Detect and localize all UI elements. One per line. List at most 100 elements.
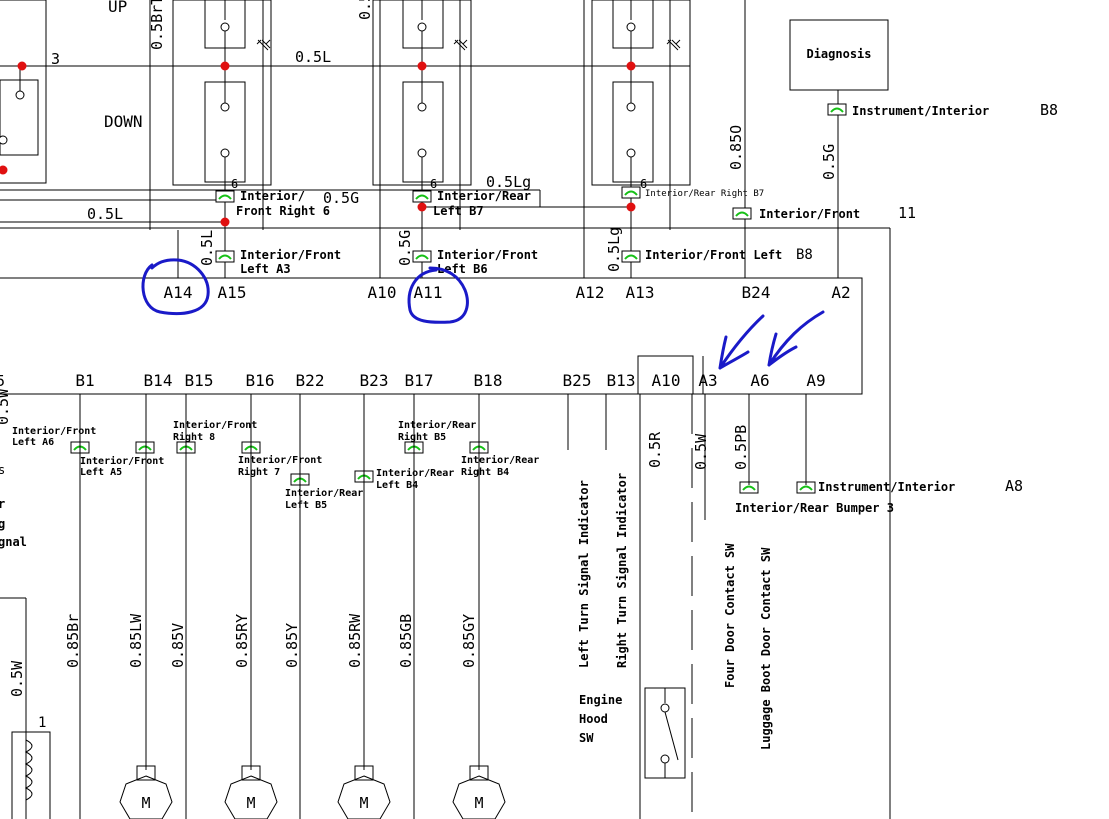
pin-label: A9	[806, 371, 825, 390]
connector-icon	[827, 103, 847, 116]
connector-label: Interior/Front	[80, 455, 164, 467]
pin-label: B16	[246, 371, 275, 390]
pin-label: A13	[626, 283, 655, 302]
motor-label: M	[359, 794, 368, 812]
motor-label: M	[246, 794, 255, 812]
connector-icon	[135, 441, 155, 454]
relay-coil	[11, 731, 51, 819]
wire-label: 0.5W	[0, 388, 12, 425]
wire-label: 0.5L	[295, 48, 331, 66]
connector-label: Right B4	[461, 466, 509, 478]
connector-label: Left B4	[376, 480, 418, 491]
connector-label: Left A6	[12, 437, 54, 448]
luggage-boot-contact-label: Luggage Boot Door Contact SW	[759, 547, 773, 750]
pin-label: A12	[576, 283, 605, 302]
wire-label: 0.85RW	[346, 613, 364, 668]
wire-label: 0.5PB	[732, 425, 750, 470]
terminal-number: 6	[430, 177, 437, 191]
connector-label: Interior/Rear	[285, 487, 363, 499]
top-pin-row: A14 A15 A10 A11 A12 A13 B24 A2	[164, 283, 851, 302]
terminal-number: 6	[231, 177, 238, 191]
connector-label: Interior/Front	[238, 454, 322, 466]
circle-annotation-a11	[407, 266, 469, 324]
pin-label: A11	[414, 283, 443, 302]
truncated-label: g	[0, 517, 5, 531]
connector-label: Instrument/Interior	[818, 480, 955, 494]
diagnosis-box: Diagnosis	[789, 19, 889, 91]
connector-label: Left A5	[80, 467, 122, 478]
relay-switch-boxes	[0, 0, 691, 230]
connector-label: Interior/Rear	[461, 454, 539, 466]
pin-label: B18	[474, 371, 503, 390]
pin-label: B22	[296, 371, 325, 390]
motor-label: M	[141, 794, 150, 812]
connector-label: Instrument/Interior	[852, 104, 989, 118]
connector-label: Left B7	[433, 204, 484, 218]
connector-label: Right 8	[173, 431, 215, 443]
connector-label: Right B5	[398, 431, 446, 443]
pin-label: A10	[652, 371, 681, 390]
engine-hood-label: Hood	[579, 712, 608, 726]
connector-label: Interior/Rear	[437, 189, 531, 203]
connector-icon	[621, 186, 641, 199]
connector-label: Interior/Rear Bumper 3	[735, 501, 894, 515]
arrow-annotation-a6	[767, 310, 825, 367]
connector-label: Interior/Rear	[376, 467, 454, 479]
pin-label: B14	[144, 371, 173, 390]
diagnosis-label: Diagnosis	[806, 47, 871, 61]
wire-label: 0.5Lg	[605, 227, 623, 272]
pin-label: A3	[698, 371, 717, 390]
truncated-label: 5	[0, 372, 5, 390]
wire-label: 0.85O	[727, 125, 745, 170]
connector-label: 11	[898, 204, 916, 222]
ecu-connector-block	[0, 277, 863, 395]
wire-label: 0.5G	[323, 189, 359, 207]
left-turn-indicator-label: Left Turn Signal Indicator	[577, 480, 591, 668]
pin-label: B25	[563, 371, 592, 390]
motor-icon: M	[337, 765, 391, 819]
pin-label: A15	[218, 283, 247, 302]
connector-label: Right 7	[238, 466, 280, 478]
motor-label: M	[474, 794, 483, 812]
terminal-number: 1	[38, 715, 46, 731]
wire-label: 0.5BrT	[148, 0, 166, 50]
connector-icon	[215, 250, 235, 263]
motor-icon: M	[224, 765, 278, 819]
truncated-label: s	[0, 463, 5, 477]
wire-label: 0.5G	[396, 230, 414, 266]
connector-label: A8	[1005, 477, 1023, 495]
engine-hood-label: SW	[579, 731, 594, 745]
connector-label: Front Right 6	[236, 204, 330, 218]
motor-icon: M	[119, 765, 173, 819]
bottom-pin-row: B1 B14 B15 B16 B22 B23 B17 B18 B25 B13 A…	[75, 371, 825, 390]
pin-label: A10	[368, 283, 397, 302]
hand-annotations	[141, 258, 825, 370]
connector-icon	[412, 190, 432, 203]
connector-label: B8	[796, 247, 813, 263]
motor-icon: M	[452, 765, 506, 819]
connector-label: Left B5	[285, 500, 327, 511]
motors: M M M M	[119, 765, 506, 819]
connector-label: Interior/Rear Right B7	[645, 189, 764, 199]
wire-label: 0.85V	[169, 623, 187, 668]
connector-label: Interior/Front	[12, 425, 96, 437]
wire-label: 0.5L	[87, 205, 123, 223]
pin-label: B23	[360, 371, 389, 390]
switch-up-label: UP	[108, 0, 127, 16]
connector-icon	[215, 190, 235, 203]
pin-label: B1	[75, 371, 94, 390]
wire-label: 0.85Y	[283, 623, 301, 668]
truncated-label: gnal	[0, 535, 27, 549]
pin-label: B17	[405, 371, 434, 390]
pin-label: B15	[185, 371, 214, 390]
pin-label: A14	[164, 283, 193, 302]
switch-down-label: DOWN	[104, 112, 143, 131]
pin-label: B13	[607, 371, 636, 390]
wire-label: 0.5L	[198, 230, 216, 266]
wire-label: 0.5R	[646, 431, 664, 468]
pin-label: A2	[831, 283, 850, 302]
connector-label: Interior/Rear	[398, 419, 476, 431]
engine-hood-switch	[644, 687, 686, 779]
arrow-annotation-a3	[718, 314, 765, 370]
